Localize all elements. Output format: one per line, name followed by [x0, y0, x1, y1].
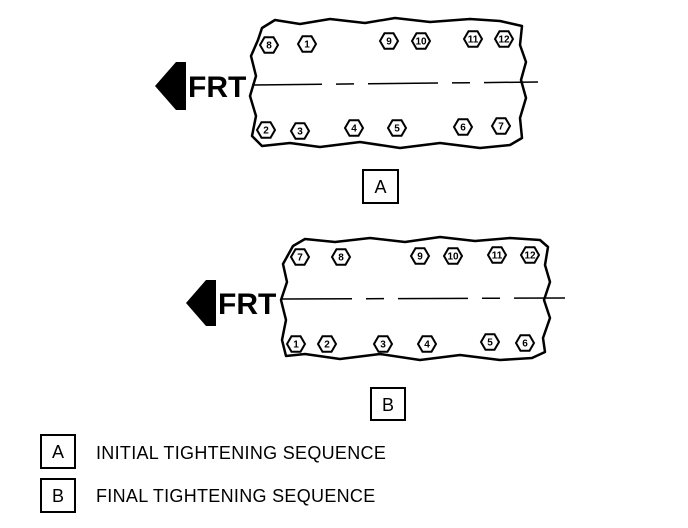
bolt: 4 — [343, 119, 365, 137]
bolt: 10 — [410, 32, 432, 50]
diagram-label-a: A — [374, 177, 386, 197]
bolt: 12 — [519, 246, 541, 264]
centerline-a — [251, 81, 539, 86]
diagram-label-box-a: A — [362, 169, 399, 204]
bolt-number: 8 — [266, 41, 272, 52]
diagram-label-b: B — [382, 395, 394, 415]
bolt-number: 3 — [380, 340, 386, 351]
bolt: 5 — [479, 333, 501, 351]
front-arrow-icon — [186, 280, 216, 326]
bolt: 2 — [255, 121, 277, 139]
front-label-b: FRT — [218, 288, 276, 321]
legend-key-b: B — [52, 486, 64, 506]
bolt: 12 — [493, 30, 515, 48]
front-arrow-icon — [155, 62, 186, 110]
bolt-number: 10 — [447, 252, 459, 263]
legend-item-b: B FINAL TIGHTENING SEQUENCE — [40, 478, 376, 513]
bolt-number: 6 — [460, 123, 466, 134]
bolt-number: 2 — [263, 126, 269, 137]
bolt: 8 — [258, 36, 280, 54]
bolt: 2 — [316, 335, 338, 353]
bolt: 7 — [490, 117, 512, 135]
bolt: 9 — [409, 247, 431, 265]
bolt-number: 9 — [417, 252, 423, 263]
bolt-number: 8 — [338, 253, 344, 264]
bolt-number: 12 — [524, 251, 536, 262]
bolt-number: 11 — [468, 35, 479, 46]
bolt: 11 — [462, 30, 484, 48]
bolt: 9 — [378, 32, 400, 50]
bolt: 3 — [372, 335, 394, 353]
bolt: 10 — [442, 247, 464, 265]
legend-key-a: A — [52, 442, 64, 462]
bolt-number: 5 — [394, 124, 400, 135]
bolt: 5 — [386, 119, 408, 137]
bolts-bottom-b: 1 2 3 4 5 6 — [285, 333, 536, 353]
bolt: 6 — [452, 118, 474, 136]
bolt: 4 — [416, 335, 438, 353]
bolt-number: 10 — [415, 37, 427, 48]
bolt-number: 1 — [304, 40, 310, 51]
legend-item-a: A INITIAL TIGHTENING SEQUENCE — [40, 434, 386, 469]
bolt: 6 — [514, 334, 536, 352]
legend: A INITIAL TIGHTENING SEQUENCE B FINAL TI… — [40, 434, 386, 513]
bolt-number: 7 — [297, 253, 303, 264]
bolt: 11 — [486, 246, 508, 264]
bolt-number: 6 — [522, 339, 528, 350]
bolt: 3 — [289, 122, 311, 140]
legend-text-a: INITIAL TIGHTENING SEQUENCE — [96, 443, 386, 463]
bolts-top-a: 8 1 9 10 11 12 — [258, 30, 515, 54]
bolt-number: 1 — [293, 340, 299, 351]
bolt-number: 4 — [424, 340, 430, 351]
bolt: 7 — [289, 248, 311, 266]
bolt-number: 7 — [498, 122, 504, 133]
bolt-number: 5 — [487, 338, 493, 349]
bolt-number: 12 — [498, 35, 510, 46]
cylinder-head-outline-a — [248, 16, 528, 150]
bolt-number: 2 — [324, 340, 330, 351]
bolts-bottom-a: 2 3 4 5 6 7 — [255, 117, 512, 140]
bolt: 1 — [285, 335, 307, 353]
bolts-top-b: 7 8 9 10 11 12 — [289, 246, 541, 266]
bolt-number: 3 — [297, 127, 303, 138]
bolt-number: 4 — [351, 124, 357, 135]
bolt: 1 — [296, 35, 318, 53]
centerline-b — [281, 297, 566, 300]
legend-text-b: FINAL TIGHTENING SEQUENCE — [96, 486, 376, 506]
bolt-number: 9 — [386, 37, 392, 48]
diagram-a: FRT 8 1 9 10 11 — [155, 16, 539, 204]
diagram-b: FRT 7 8 9 10 11 — [186, 235, 566, 421]
bolt: 8 — [330, 248, 352, 266]
front-label-a: FRT — [188, 71, 246, 104]
diagram-label-box-b: B — [370, 387, 406, 421]
bolt-number: 11 — [492, 251, 503, 262]
cylinder-head-outline-b — [279, 235, 552, 362]
